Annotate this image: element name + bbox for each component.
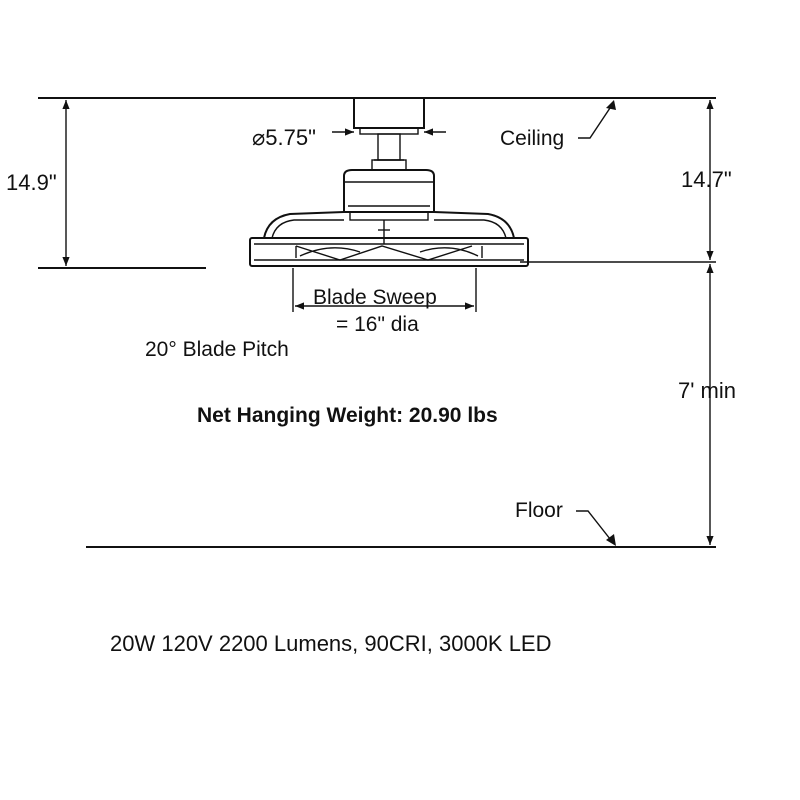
blade-sweep-label-line2: = 16" dia [336, 313, 419, 336]
fan-canopy [353, 97, 425, 171]
blade-sweep-label-line1: Blade Sweep [313, 286, 437, 309]
clearance-label: 7' min [678, 378, 736, 403]
fan-blade-cage [249, 211, 529, 267]
left-height-label: 14.9" [6, 170, 57, 195]
fixture-specifications: 20W 120V 2200 Lumens, 90CRI, 3000K LED [110, 631, 552, 656]
fan-motor-housing [343, 169, 435, 221]
ceiling-label: Ceiling [500, 127, 564, 150]
blade-pitch-label: 20° Blade Pitch [145, 338, 289, 361]
net-hanging-weight: Net Hanging Weight: 20.90 lbs [197, 404, 498, 427]
canopy-diameter-label: ⌀5.75" [252, 125, 316, 150]
floor-label: Floor [515, 499, 563, 522]
floor-leader [576, 510, 615, 545]
right-height-label: 14.7" [681, 167, 732, 192]
ceiling-leader [578, 101, 615, 139]
